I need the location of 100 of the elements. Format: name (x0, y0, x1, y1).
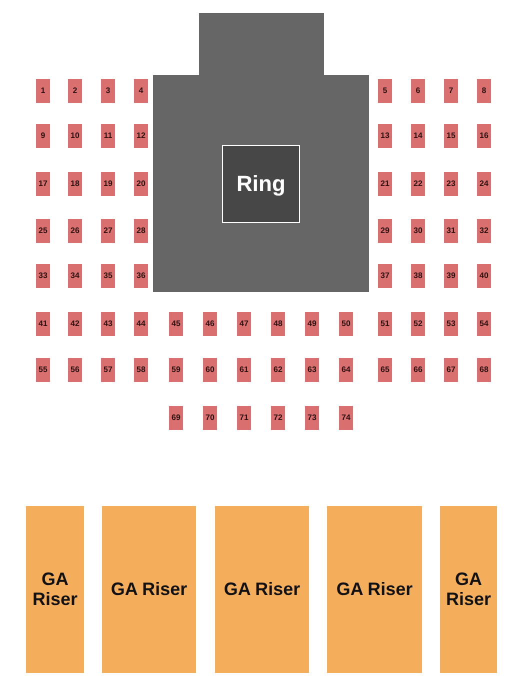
table-number: 23 (446, 180, 456, 188)
table (134, 312, 148, 336)
table-number: 74 (342, 414, 350, 422)
table (68, 219, 82, 243)
table (101, 358, 115, 382)
table (411, 124, 425, 148)
table-number: 52 (414, 320, 422, 328)
table (134, 264, 148, 288)
table (271, 358, 285, 382)
table (477, 264, 491, 288)
table-number: 37 (380, 272, 390, 280)
table-number: 42 (70, 320, 80, 328)
table (101, 264, 115, 288)
table (101, 124, 115, 148)
table-number: 48 (274, 320, 282, 328)
table (378, 358, 392, 382)
table (378, 172, 392, 196)
floor-area (153, 75, 369, 292)
table-number: 8 (482, 86, 486, 96)
table-number: 63 (308, 366, 316, 374)
table-number: 31 (446, 226, 456, 236)
table (339, 312, 353, 336)
table-number: 41 (38, 320, 48, 328)
table-number: 46 (206, 320, 214, 328)
table (444, 79, 458, 103)
table (134, 219, 148, 243)
table (101, 79, 115, 103)
table-number: 24 (480, 180, 488, 188)
table (378, 79, 392, 103)
table (237, 312, 251, 336)
table (378, 312, 392, 336)
table (477, 358, 491, 382)
table-number: 72 (274, 414, 282, 422)
table (134, 79, 148, 103)
table (134, 358, 148, 382)
table-number: 44 (136, 320, 146, 328)
table-number: 62 (274, 366, 282, 374)
table-number: 57 (104, 366, 112, 374)
table (36, 219, 50, 243)
table (339, 406, 353, 430)
table-number: 28 (136, 226, 146, 236)
table (169, 312, 183, 336)
table (444, 172, 458, 196)
table-number: 9 (40, 132, 46, 140)
table-number: 3 (106, 86, 110, 96)
table (411, 312, 425, 336)
table-number: 30 (414, 226, 422, 236)
table-number: 29 (380, 226, 390, 236)
riser-section (102, 506, 196, 673)
table (411, 172, 425, 196)
table (477, 312, 491, 336)
table-number: 4 (138, 86, 144, 96)
table-number: 16 (480, 132, 488, 140)
table (237, 406, 251, 430)
table (305, 312, 319, 336)
table-number: 19 (104, 180, 112, 188)
table (271, 312, 285, 336)
section-label: GA Riser (31, 570, 79, 610)
table (101, 172, 115, 196)
table (378, 264, 392, 288)
table-number: 2 (72, 86, 78, 96)
table (169, 358, 183, 382)
table (68, 358, 82, 382)
section-label: GA Riser (444, 570, 492, 610)
table-number: 17 (38, 180, 48, 188)
table (411, 358, 425, 382)
table-number: 71 (240, 414, 248, 422)
table-number: 53 (446, 320, 456, 328)
table-number: 27 (104, 226, 112, 236)
table-number: 12 (136, 132, 146, 140)
table (68, 124, 82, 148)
table (411, 79, 425, 103)
table-number: 33 (38, 272, 48, 280)
table-number: 66 (414, 366, 422, 374)
table-number: 14 (414, 132, 422, 140)
table-number: 11 (104, 132, 112, 140)
table-number: 55 (38, 366, 48, 374)
table-number: 18 (70, 180, 80, 188)
table-number: 25 (38, 226, 48, 236)
table (134, 124, 148, 148)
table (203, 312, 217, 336)
table (68, 264, 82, 288)
ring (222, 145, 300, 223)
table-number: 6 (416, 86, 420, 96)
table (444, 312, 458, 336)
table-number: 68 (480, 366, 488, 374)
table-number: 64 (342, 366, 350, 374)
table-number: 50 (342, 320, 350, 328)
table-number: 15 (446, 132, 456, 140)
table (477, 124, 491, 148)
riser-section (215, 506, 309, 673)
table-number: 21 (380, 180, 390, 188)
table (411, 219, 425, 243)
table (305, 358, 319, 382)
table-number: 35 (104, 272, 112, 280)
table-number: 54 (480, 320, 488, 328)
table-number: 69 (172, 414, 180, 422)
table (411, 264, 425, 288)
table (477, 172, 491, 196)
table (36, 358, 50, 382)
